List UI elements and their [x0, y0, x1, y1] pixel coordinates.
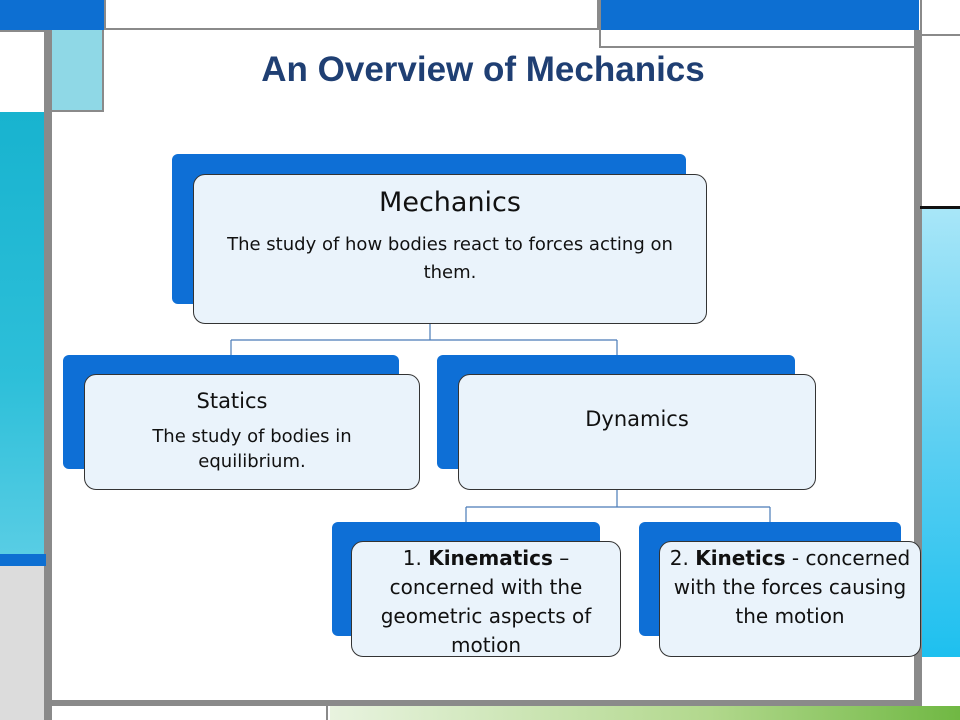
- page-title: An Overview of Mechanics: [261, 50, 705, 89]
- node-kinematics-number: 1.: [402, 546, 422, 570]
- node-mechanics-description: The study of how bodies react to forces …: [227, 234, 673, 283]
- node-mechanics: Mechanics The study of how bodies react …: [193, 174, 707, 324]
- node-kinematics-term: Kinematics: [428, 546, 553, 570]
- node-kinetics-text: 2. Kinetics - concerned with the forces …: [660, 544, 920, 631]
- node-kinematics-description: – concerned with the geometric aspects o…: [380, 546, 592, 657]
- node-statics: Statics The study of bodies in equilibri…: [84, 374, 420, 490]
- node-kinetics-description: - concerned with the forces causing the …: [673, 546, 911, 628]
- node-dynamics-heading: Dynamics: [585, 407, 689, 431]
- decor-left-teal-bar: [0, 112, 46, 554]
- frame-bottom-border: [46, 700, 920, 706]
- node-kinematics-text: 1. Kinematics – concerned with the geome…: [352, 544, 620, 660]
- node-mechanics-heading: Mechanics: [379, 187, 521, 218]
- decor-block-top-right: [599, 0, 919, 30]
- decor-left-top: [0, 30, 46, 112]
- decor-outline-top-right: [599, 30, 920, 48]
- decor-right-gradient-bar: [920, 209, 960, 657]
- decor-left-gray-block: [0, 566, 46, 720]
- node-kinetics: 2. Kinetics - concerned with the forces …: [659, 541, 921, 657]
- decor-bottom-green-bar: [330, 706, 960, 720]
- node-statics-description: The study of bodies in equilibrium.: [152, 426, 352, 472]
- decor-right-panel: [920, 36, 960, 206]
- decor-right-divider: [920, 206, 960, 209]
- node-kinetics-term: Kinetics: [695, 546, 786, 570]
- decor-left-blue-strip: [0, 554, 48, 566]
- decor-block-top-white: [104, 0, 599, 30]
- node-kinematics: 1. Kinematics – concerned with the geome…: [351, 541, 621, 657]
- frame-right-border: [914, 30, 920, 702]
- node-statics-heading: Statics: [196, 389, 268, 413]
- frame-left-border: [46, 30, 52, 720]
- decor-block-top-left: [0, 0, 104, 30]
- node-dynamics: Dynamics: [458, 374, 816, 490]
- node-kinetics-number: 2.: [669, 546, 689, 570]
- decor-bottom-left: [52, 706, 328, 720]
- decor-left-light-square: [48, 30, 104, 112]
- decor-block-top-far-right: [920, 0, 960, 36]
